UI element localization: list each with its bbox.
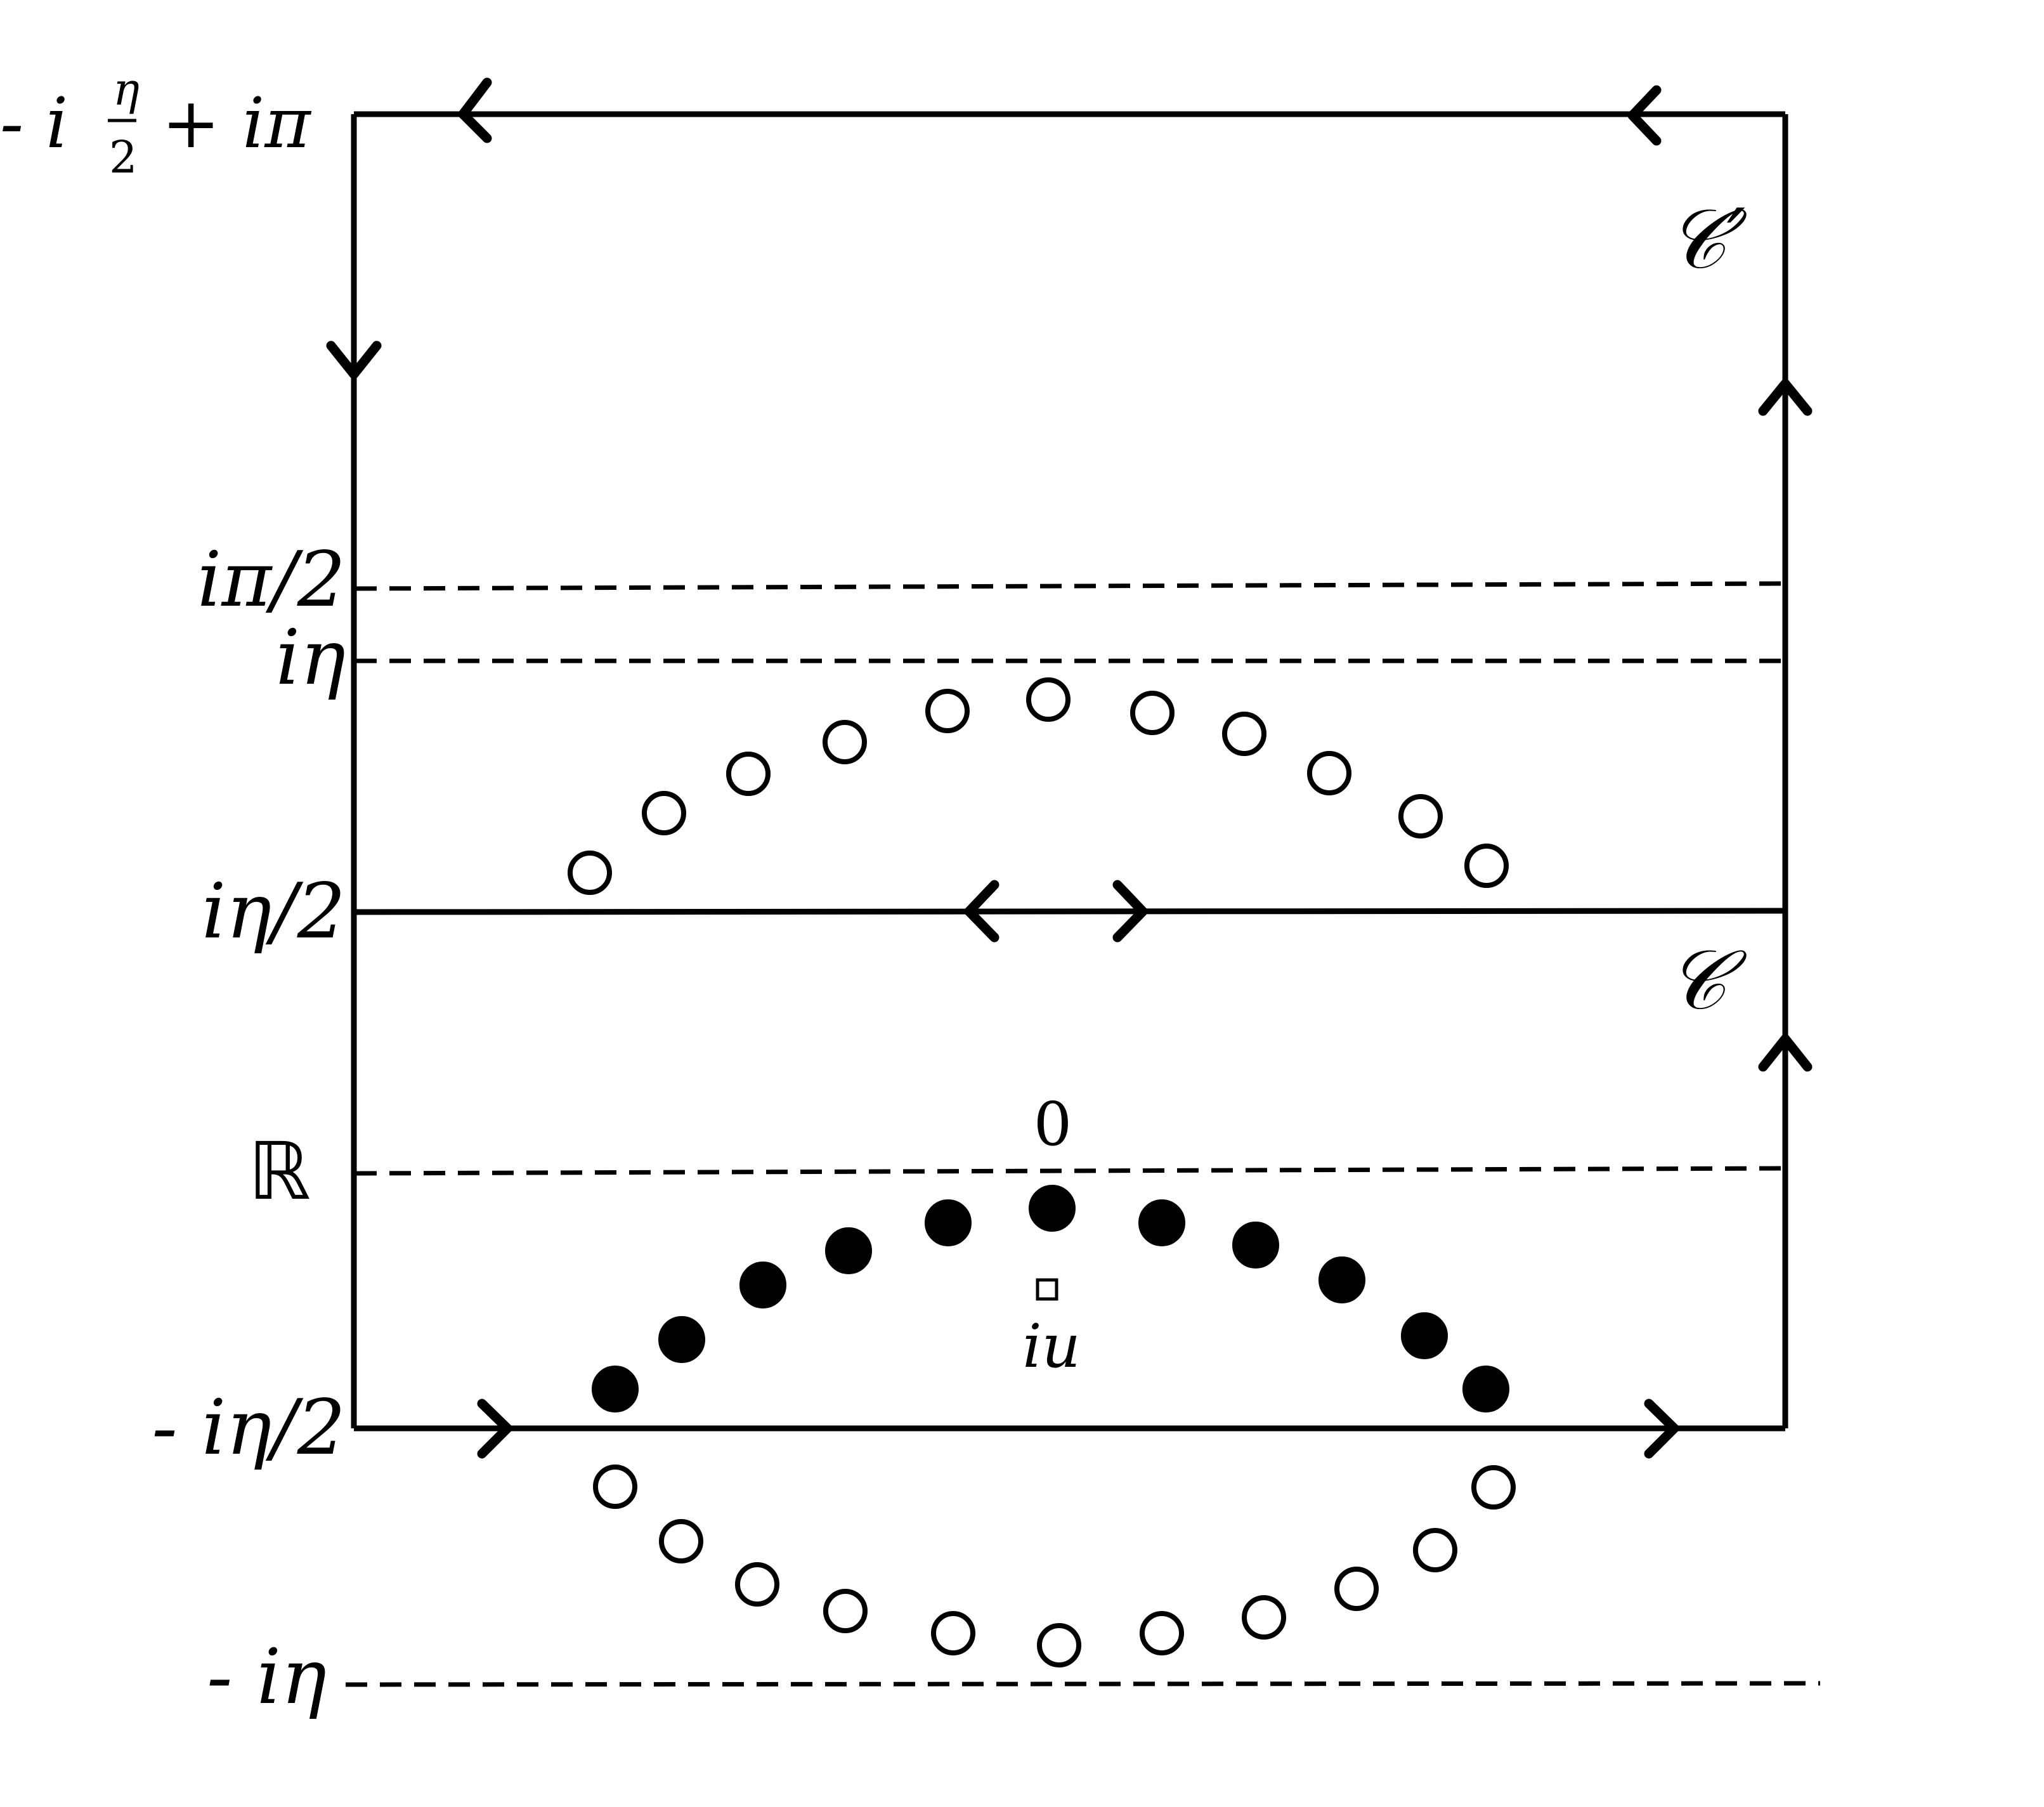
- contour-c-prime: [351, 111, 1788, 1432]
- open-pole: [1140, 1611, 1184, 1655]
- upper-open-poles: [568, 677, 1509, 895]
- arrow-bottom-left: [477, 1399, 512, 1459]
- filled-pole: [1029, 1185, 1076, 1232]
- filled-pole: [592, 1366, 639, 1412]
- arrow-left-down: [326, 341, 382, 379]
- filled-pole: [658, 1316, 705, 1363]
- open-pole: [593, 1465, 637, 1509]
- open-pole: [1307, 751, 1351, 795]
- label-top-prefix: - i: [0, 82, 68, 164]
- filled-pole: [825, 1227, 872, 1274]
- y-axis-labels: - i η 2 + iπ iπ/2 iη iη/2 ℝ - iη/2 - iη: [0, 63, 346, 1721]
- open-pole: [1398, 794, 1443, 838]
- open-pole: [1334, 1567, 1379, 1611]
- label-neg-eta: - iη: [207, 1633, 327, 1721]
- lower-open-poles: [593, 1465, 1516, 1667]
- arrow-middle-right: [1112, 880, 1148, 943]
- iu-label: iu: [1022, 1312, 1081, 1381]
- contour-label-c-prime: 𝒞′: [1667, 191, 1747, 287]
- filled-pole: [1138, 1199, 1185, 1246]
- open-pole: [931, 1611, 975, 1655]
- filled-poles: [592, 1185, 1509, 1412]
- reference-lines: [345, 581, 1821, 1687]
- open-pole: [925, 689, 970, 733]
- arrow-top-left: [458, 77, 492, 143]
- open-pole: [1471, 1465, 1516, 1510]
- open-pole: [1037, 1623, 1081, 1667]
- open-pole: [726, 752, 771, 796]
- filled-pole: [1318, 1256, 1365, 1303]
- dashed-line-half-pi: [355, 581, 1786, 591]
- label-top-fraction-den: 2: [109, 131, 138, 183]
- open-pole: [1130, 691, 1175, 735]
- open-pole: [1222, 712, 1266, 756]
- filled-pole: [1401, 1312, 1448, 1359]
- open-pole: [823, 720, 867, 764]
- contour-label-c: 𝒞: [1667, 932, 1747, 1028]
- label-top-suffix: + iπ: [162, 82, 311, 164]
- arrow-bottom-right: [1644, 1399, 1679, 1459]
- iu-marker: [1036, 1278, 1058, 1301]
- filled-pole: [925, 1199, 972, 1246]
- origin-label: 0: [1034, 1090, 1072, 1159]
- open-pole: [659, 1519, 703, 1563]
- open-pole: [1464, 844, 1509, 888]
- arrow-right-lower-up: [1758, 1034, 1813, 1072]
- filled-pole: [739, 1262, 786, 1308]
- dashed-line-neg-eta: [345, 1681, 1821, 1687]
- dashed-line-real-axis: [355, 1166, 1786, 1176]
- open-pole: [1413, 1528, 1457, 1572]
- contour-middle-line: [353, 908, 1786, 915]
- open-pole: [1026, 677, 1071, 722]
- label-neg-half-eta: - iη/2: [152, 1384, 346, 1472]
- open-pole: [823, 1589, 868, 1633]
- arrow-middle-left: [964, 880, 999, 943]
- open-pole: [568, 851, 612, 895]
- label-top-fraction-num: η: [113, 63, 140, 115]
- label-half-pi: iπ/2: [197, 536, 346, 624]
- filled-pole: [1462, 1366, 1509, 1412]
- label-half-eta: iη/2: [202, 868, 346, 956]
- label-eta: iη: [276, 614, 346, 702]
- contour-arrows: [326, 77, 1813, 1459]
- open-pole: [642, 791, 686, 835]
- arrow-right-upper-up: [1758, 379, 1813, 416]
- open-pole: [735, 1562, 779, 1607]
- open-pole: [1242, 1595, 1286, 1640]
- arrow-top-right: [1627, 85, 1662, 146]
- label-real-axis: ℝ: [248, 1126, 311, 1218]
- filled-pole: [1232, 1222, 1279, 1269]
- label-top-composite: - i η 2 + iπ: [0, 63, 311, 183]
